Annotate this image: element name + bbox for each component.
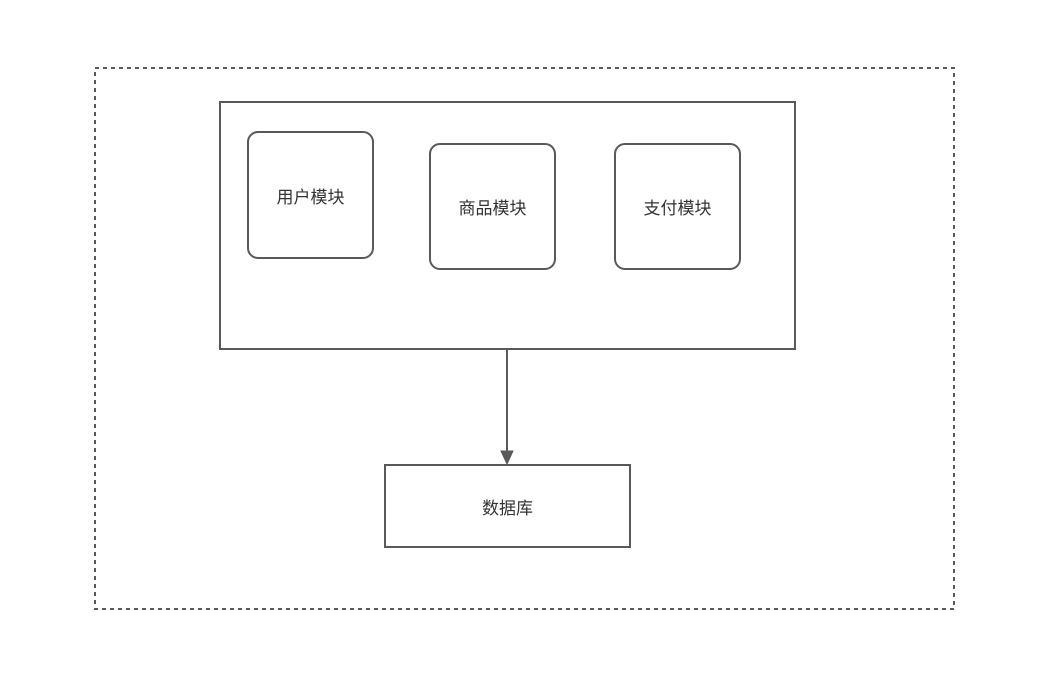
- outer-dashed-boundary: [94, 67, 955, 610]
- user-module-box: [247, 131, 374, 259]
- payment-module-box: [614, 143, 741, 270]
- product-module-box: [429, 143, 556, 270]
- arrow-head: [500, 450, 514, 466]
- application-container: [219, 101, 796, 350]
- database-box: [384, 464, 631, 548]
